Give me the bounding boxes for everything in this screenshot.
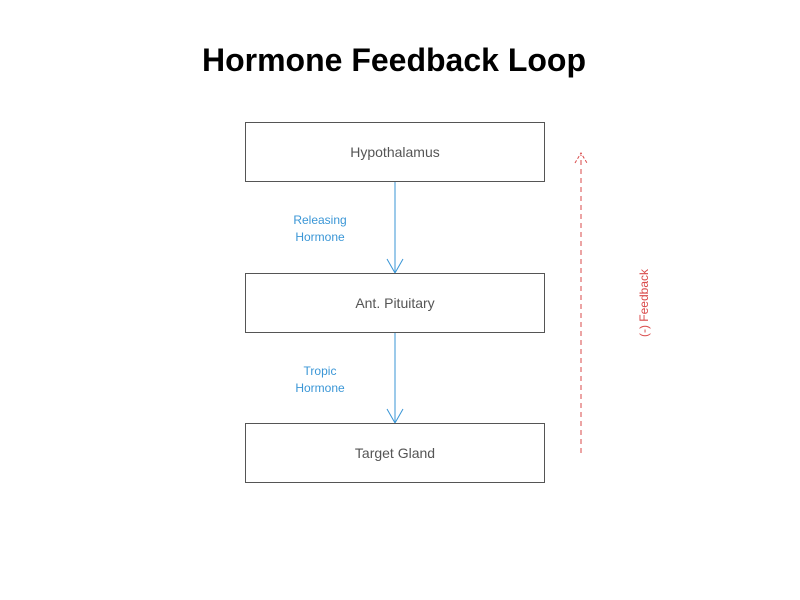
feedback-label: (-) Feedback: [637, 268, 651, 338]
feedback-arrow: [574, 152, 588, 453]
edge-label-tropic-hormone: Tropic Hormone: [265, 363, 375, 397]
edge-label-releasing-line1: Releasing: [293, 213, 347, 227]
node-target-gland-label: Target Gland: [354, 445, 436, 461]
node-ant-pituitary-label: Ant. Pituitary: [355, 295, 435, 311]
edge-label-tropic-line2: Hormone: [295, 381, 345, 395]
edge-label-releasing-line2: Hormone: [295, 230, 345, 244]
node-hypothalamus-label: Hypothalamus: [350, 144, 440, 160]
node-target-gland: Target Gland: [245, 423, 545, 483]
node-ant-pituitary: Ant. Pituitary: [245, 273, 545, 333]
edge-label-tropic-line1: Tropic: [303, 364, 337, 378]
arrow-releasing-hormone: [386, 182, 404, 275]
node-hypothalamus: Hypothalamus: [245, 122, 545, 182]
arrow-tropic-hormone: [386, 333, 404, 425]
diagram-title: Hormone Feedback Loop: [201, 42, 587, 78]
edge-label-releasing-hormone: Releasing Hormone: [265, 212, 375, 246]
